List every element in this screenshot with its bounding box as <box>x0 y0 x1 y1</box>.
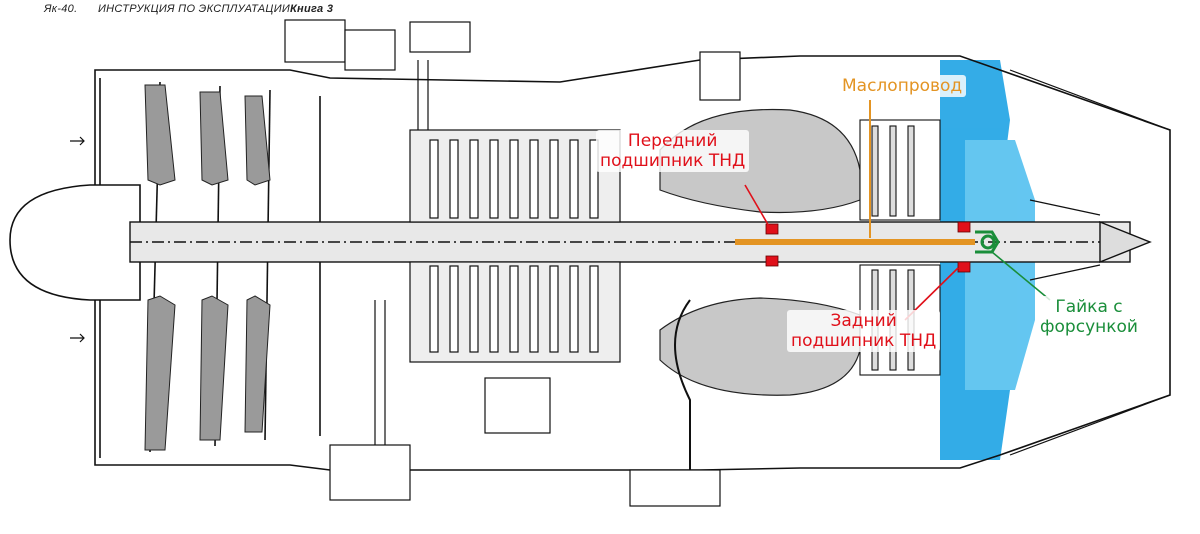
oil-line-highlight <box>735 100 975 245</box>
front-bearing-label-line2: подшипник ТНД <box>600 151 746 171</box>
compressor-stages <box>409 129 621 363</box>
rear-bearing-label-line2: подшипник ТНД <box>791 331 937 351</box>
rear-flanges <box>1009 69 1171 456</box>
nut-label: Гайка с форсункой <box>1036 296 1142 338</box>
rear-bearing-label-line1: Задний <box>830 311 897 331</box>
nut-label-line2: форсункой <box>1040 317 1138 337</box>
header-model: Як-40. <box>44 3 78 15</box>
fan-blades <box>144 84 271 451</box>
nut-highlight <box>975 230 1000 254</box>
intake-spinner <box>9 184 141 301</box>
header-title: ИНСТРУКЦИЯ ПО ЭКСПЛУАТАЦИИ. <box>98 3 294 15</box>
accessory-units <box>284 19 741 507</box>
front-bearing-label: Передний подшипник ТНД <box>596 130 750 172</box>
oil-line-label: Маслопровод <box>838 75 967 97</box>
airflow-arrows <box>70 136 85 343</box>
bearing-highlights <box>765 221 971 273</box>
front-bearing-label-line1: Передний <box>627 131 718 151</box>
rear-bearing-label: Задний подшипник ТНД <box>787 310 941 352</box>
nut-label-line1: Гайка с <box>1055 297 1123 317</box>
header-book: Книга 3 <box>290 3 334 15</box>
